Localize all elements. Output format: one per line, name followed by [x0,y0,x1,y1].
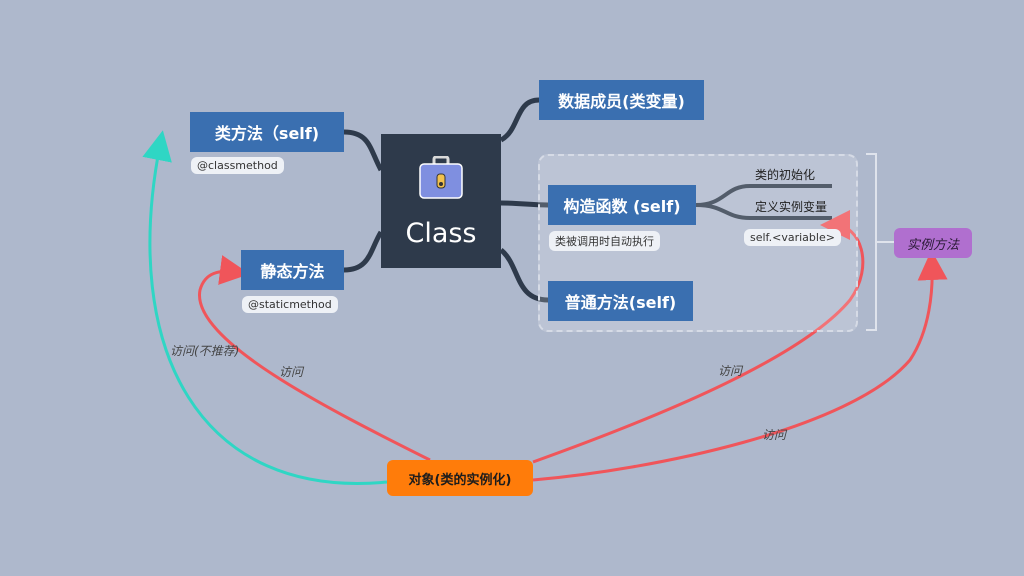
constructor-tag: 类被调用时自动执行 [549,231,660,251]
connector-constructor [500,200,549,208]
instance-method-tag[interactable]: 实例方法 [894,228,972,258]
edge-label-access-static: 访问 [279,365,304,379]
connector-data-member [499,97,540,143]
normal-method-label: 普通方法(self) [564,293,677,312]
connector-define-var [695,203,832,220]
object-node[interactable]: 对象(类的实例化) [387,460,533,496]
group-bracket [866,153,894,331]
object-label: 对象(类的实例化) [408,472,512,488]
edge-label-access-constructor: 访问 [718,364,743,378]
arrow-object-to-class-method [142,130,388,485]
init-label: 类的初始化 [755,168,816,182]
data-member-node[interactable]: 数据成员(类变量) [539,80,704,120]
define-var-label: 定义实例变量 [755,200,828,214]
self-variable-tag: self.<variable> [744,229,841,246]
classmethod-tag: @classmethod [191,157,284,174]
constructor-label: 构造函数 (self) [563,197,681,216]
instance-method-label: 实例方法 [906,237,959,253]
connector-class-method [343,129,384,172]
static-method-label: 静态方法 [260,262,325,281]
connector-static-method [343,230,384,273]
class-method-label: 类方法（self) [214,124,320,143]
class-method-node[interactable]: 类方法（self) [190,112,344,152]
edge-label-access-instance: 访问 [762,428,787,442]
staticmethod-tag: @staticmethod [242,296,338,313]
briefcase-icon [419,156,463,199]
static-method-node[interactable]: 静态方法 [241,250,344,290]
constructor-node[interactable]: 构造函数 (self) [548,185,696,225]
class-label: Class [405,218,477,249]
class-node[interactable]: Class [381,134,501,268]
data-member-label: 数据成员(类变量) [558,92,685,111]
arrow-object-to-instance-method [532,250,948,482]
edge-label-access-not-recommended: 访问(不推荐) [170,344,240,358]
arrow-object-to-static-method [198,255,431,462]
normal-method-node[interactable]: 普通方法(self) [548,281,693,321]
